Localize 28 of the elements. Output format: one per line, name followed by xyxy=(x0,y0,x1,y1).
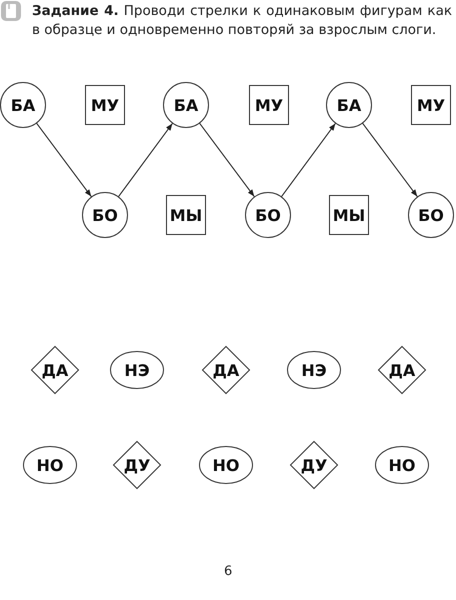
circle-node: БО xyxy=(82,192,128,238)
oval-node: НО xyxy=(23,446,77,484)
diamond-node: ДА xyxy=(31,346,79,394)
circle-node: БА xyxy=(0,82,46,128)
circle-node: БА xyxy=(326,82,372,128)
diamond-node: ДУ xyxy=(113,441,161,489)
oval-node: НЭ xyxy=(110,351,164,389)
diamond-node: ДУ xyxy=(290,441,338,489)
square-node: МУ xyxy=(249,85,289,125)
diamond-node: ДА xyxy=(202,346,250,394)
circle-node: БА xyxy=(163,82,209,128)
square-node: МЫ xyxy=(329,195,369,235)
square-node: МУ xyxy=(85,85,125,125)
square-node: МЫ xyxy=(166,195,206,235)
arrow xyxy=(36,122,92,198)
oval-node: НО xyxy=(375,446,429,484)
oval-node: НЭ xyxy=(287,351,341,389)
page-number: 6 xyxy=(224,564,232,579)
arrow xyxy=(118,123,173,197)
task-instruction: Задание 4. Проводи стрелки к одинаковым фигурам как в образце и одновременно повторяй за взрослым слоги. xyxy=(32,2,452,40)
diamond-node: ДА xyxy=(378,346,426,394)
arrow xyxy=(281,123,336,197)
arrow xyxy=(362,122,418,198)
arrow xyxy=(199,122,255,198)
circle-node: БО xyxy=(245,192,291,238)
square-node: МУ xyxy=(411,85,451,125)
circle-node: БО xyxy=(408,192,454,238)
oval-node: НО xyxy=(199,446,253,484)
